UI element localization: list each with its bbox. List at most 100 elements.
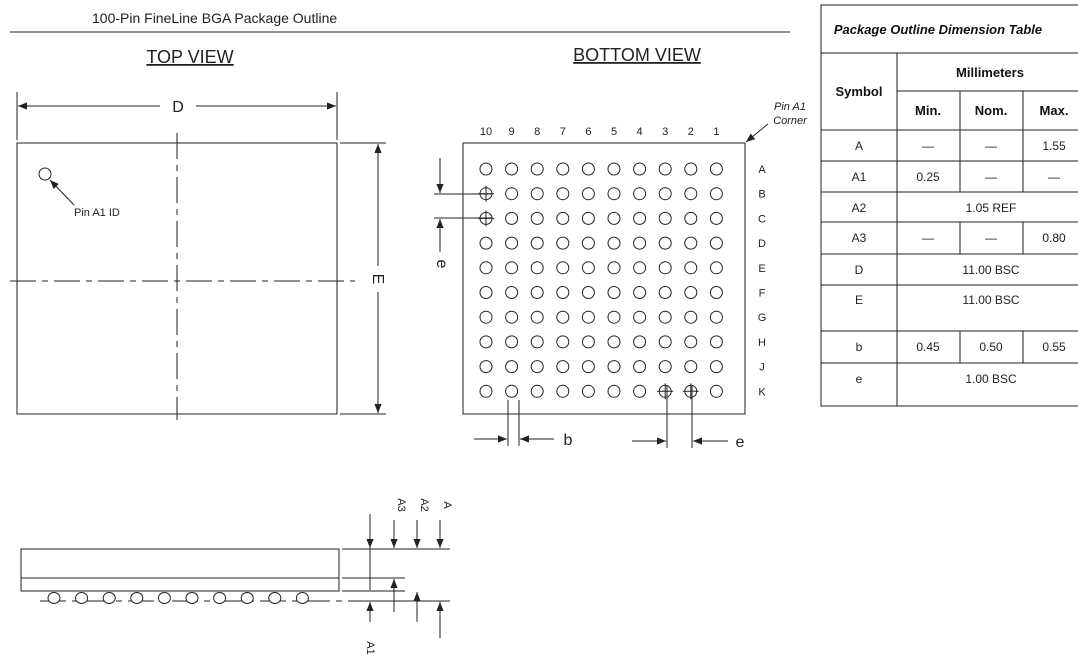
- table-cell-max: 0.55: [1042, 340, 1066, 354]
- solder-ball: [530, 310, 544, 324]
- solder-ball: [530, 384, 544, 398]
- solder-ball: [633, 211, 647, 225]
- side-solder-ball: [157, 592, 171, 604]
- solder-ball: [607, 360, 621, 374]
- solder-ball: [505, 310, 519, 324]
- solder-ball: [530, 335, 544, 349]
- table-cell-symbol: D: [855, 263, 864, 277]
- side-solder-ball: [75, 592, 89, 604]
- table-cell-symbol: e: [856, 372, 863, 386]
- solder-ball: [709, 162, 723, 176]
- table-cell-min: —: [922, 139, 934, 153]
- row-label: K: [758, 386, 766, 398]
- table-cell-symbol: A: [855, 139, 863, 153]
- solder-ball: [530, 187, 544, 201]
- side-solder-ball: [268, 592, 282, 604]
- solder-ball: [505, 162, 519, 176]
- column-label: 8: [534, 126, 540, 138]
- table-cell-span: 11.00 BSC: [962, 293, 1019, 307]
- solder-ball: [479, 236, 493, 250]
- solder-ball: [581, 286, 595, 299]
- solder-ball: [505, 187, 519, 201]
- solder-ball: [479, 310, 493, 324]
- side-solder-ball: [295, 592, 309, 604]
- solder-ball: [530, 286, 544, 299]
- solder-ball: [479, 162, 493, 176]
- solder-ball: [709, 384, 723, 398]
- solder-ball: [556, 310, 570, 324]
- table-border: [820, 4, 1078, 407]
- solder-ball: [479, 360, 493, 374]
- solder-ball: [684, 162, 698, 176]
- pin-a1-corner-leader: [745, 123, 769, 143]
- solder-ball: [684, 360, 698, 374]
- column-label: 10: [480, 126, 492, 138]
- column-label: 7: [560, 126, 566, 138]
- solder-ball: [581, 162, 595, 176]
- side-solder-ball: [185, 592, 199, 604]
- table-cell-nom: —: [985, 231, 997, 245]
- solder-ball: [633, 261, 647, 275]
- row-label: B: [758, 189, 765, 201]
- solder-ball: [709, 211, 723, 225]
- ball-grid: [478, 162, 723, 400]
- solder-ball: [530, 236, 544, 250]
- solder-ball: [607, 335, 621, 349]
- column-label: 1: [713, 126, 719, 138]
- column-label: 2: [688, 126, 694, 138]
- table-cell-max: 1.55: [1042, 139, 1066, 153]
- side-solder-ball: [102, 592, 116, 604]
- solder-ball: [709, 286, 723, 299]
- top-view: Pin A1 ID D E: [10, 92, 386, 420]
- row-label: A: [758, 164, 766, 176]
- solder-ball: [684, 187, 698, 201]
- column-label: 6: [585, 126, 591, 138]
- solder-ball: [505, 384, 519, 398]
- table-cell-span: 11.00 BSC: [962, 263, 1019, 277]
- solder-ball: [581, 261, 595, 275]
- solder-ball: [505, 261, 519, 275]
- solder-ball: [684, 236, 698, 250]
- side-view: A3 A2 A A1: [20, 498, 453, 655]
- pin-a1-id-mark: [38, 167, 52, 181]
- solder-ball: [658, 335, 672, 349]
- solder-ball: [505, 286, 519, 299]
- dim-a3-label: A3: [395, 498, 407, 511]
- solder-ball: [684, 286, 698, 299]
- pin-a1-id-label: Pin A1 ID: [74, 207, 120, 219]
- solder-ball: [709, 187, 723, 201]
- side-solder-ball: [213, 592, 227, 604]
- solder-ball: [607, 236, 621, 250]
- bottom-view-label: BOTTOM VIEW: [573, 45, 701, 65]
- solder-ball: [658, 286, 672, 299]
- dim-e-h-label: e: [736, 434, 745, 451]
- solder-ball: [505, 360, 519, 374]
- table-cell-span: 1.05 REF: [966, 201, 1017, 215]
- side-view-body: [20, 548, 340, 592]
- table-cell-symbol: A2: [852, 201, 867, 215]
- solder-ball: [684, 211, 698, 225]
- solder-ball: [684, 261, 698, 275]
- table-cell-max: —: [1048, 170, 1060, 184]
- solder-ball: [607, 310, 621, 324]
- solder-ball: [581, 360, 595, 374]
- dim-a1-label: A1: [364, 641, 376, 654]
- solder-ball: [556, 286, 570, 299]
- table-unit-header: Millimeters: [956, 65, 1024, 80]
- solder-ball: [530, 211, 544, 225]
- solder-ball: [530, 261, 544, 275]
- table-cell-symbol: E: [855, 293, 863, 307]
- table-cell-symbol: A3: [852, 231, 867, 245]
- solder-ball: [581, 310, 595, 324]
- solder-ball: [530, 162, 544, 176]
- solder-ball: [581, 236, 595, 250]
- solder-ball: [479, 384, 493, 398]
- table-cell-min: —: [922, 231, 934, 245]
- solder-ball: [479, 335, 493, 349]
- solder-ball: [633, 335, 647, 349]
- solder-ball: [607, 384, 621, 398]
- pin-a1-corner-label-1: Pin A1: [774, 101, 806, 113]
- table-cell-span: 1.00 BSC: [965, 372, 1017, 386]
